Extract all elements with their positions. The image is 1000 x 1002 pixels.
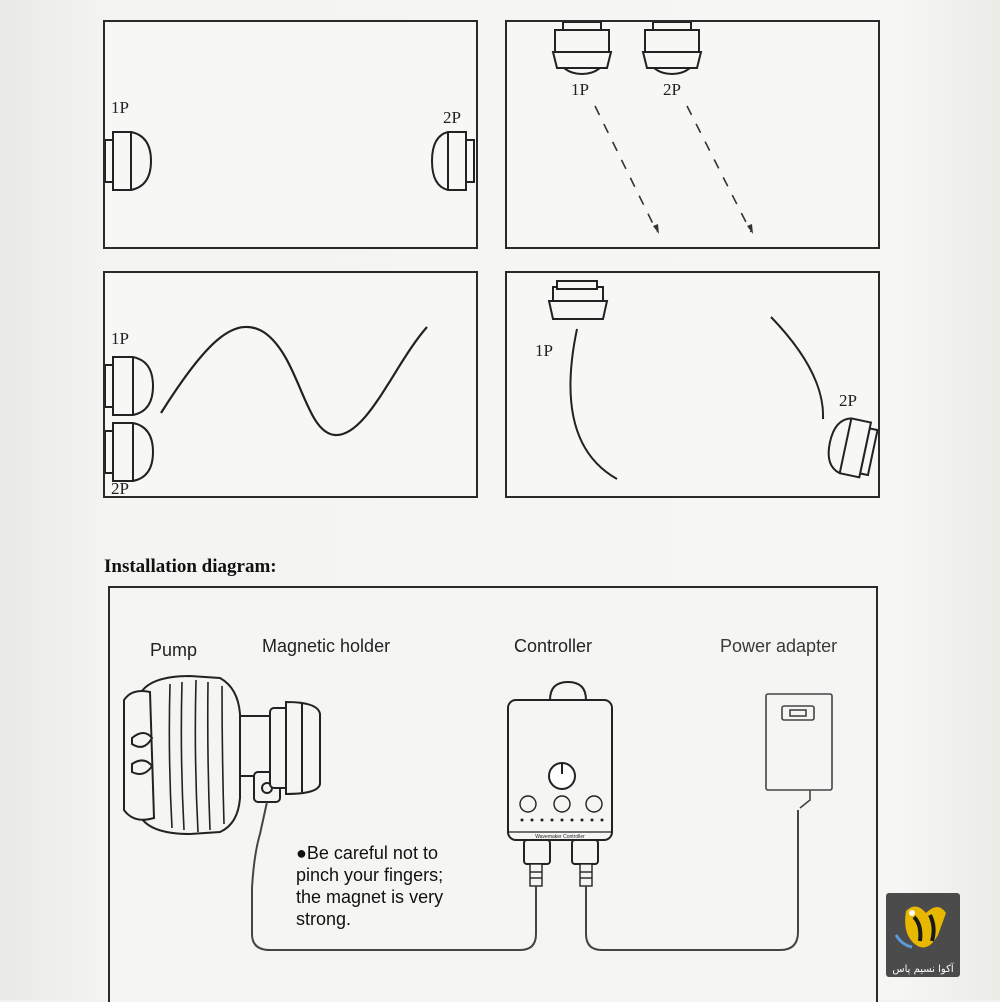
power-adapter-icon <box>765 693 833 809</box>
panel-2-drawing <box>551 22 753 234</box>
flow-curve-1p <box>569 328 618 480</box>
pump-2p-icon <box>641 22 703 76</box>
controller-label-text: Wavemaker Controller <box>535 834 585 840</box>
warning-line-4: strong. <box>296 909 352 929</box>
fish-logo-icon <box>894 906 946 949</box>
panel-top-pumps: 1P 2P <box>505 20 880 249</box>
pump-1p-icon <box>547 280 609 320</box>
pump-2p-icon <box>105 422 155 482</box>
flow-arrows <box>594 105 752 233</box>
pump-2p-icon <box>827 417 878 479</box>
pump-icon <box>123 674 281 836</box>
warning-line-1: ●Be careful not to <box>296 843 438 863</box>
panel-diagonal-pumps: 1P 2P <box>505 271 880 498</box>
pump-1p-icon <box>551 22 613 76</box>
label-2p: 2P <box>663 80 681 99</box>
magnetic-holder-icon <box>269 700 321 796</box>
panel-1-drawing <box>105 131 475 191</box>
label-2p: 2P <box>443 108 461 127</box>
watermark-text: آکوا نسیم پاس <box>892 964 954 975</box>
flow-curve-2p <box>770 316 825 420</box>
pump-1p-icon <box>105 356 155 416</box>
label-1p: 1P <box>535 341 553 360</box>
wave-line <box>160 325 428 437</box>
section-title: Installation diagram: <box>104 556 277 577</box>
caption-magnetic-holder: Magnetic holder <box>262 636 391 656</box>
warning-line-2: pinch your fingers; <box>296 865 444 885</box>
caption-controller: Controller <box>514 636 593 656</box>
warning-line-3: the magnet is very <box>296 887 444 907</box>
panel-opposing-pumps: 1P 2P <box>103 20 478 249</box>
pump-2p-icon <box>430 131 475 191</box>
controller-icon: Wavemaker Controller <box>507 680 613 887</box>
pump-1p-icon <box>105 131 153 191</box>
cables <box>251 801 799 951</box>
label-1p: 1P <box>571 80 589 99</box>
warning-note: ●Be careful not to pinch your fingers; t… <box>296 842 496 930</box>
panel-wave-mode: 1P 2P <box>103 271 478 498</box>
label-2p: 2P <box>111 479 129 498</box>
caption-power-adapter: Power adapter <box>720 636 838 656</box>
label-1p: 1P <box>111 98 129 117</box>
watermark-logo: آکوا نسیم پاس <box>886 893 960 977</box>
installation-panel: Pump Magnetic holder Controller Power ad… <box>108 586 878 1002</box>
installation-drawing: Wavemaker Controller <box>123 674 833 951</box>
caption-pump: Pump <box>150 640 198 660</box>
label-1p: 1P <box>111 329 129 348</box>
panel-4-drawing <box>547 280 878 480</box>
panel-3-drawing <box>105 325 428 482</box>
label-2p: 2P <box>839 391 857 410</box>
